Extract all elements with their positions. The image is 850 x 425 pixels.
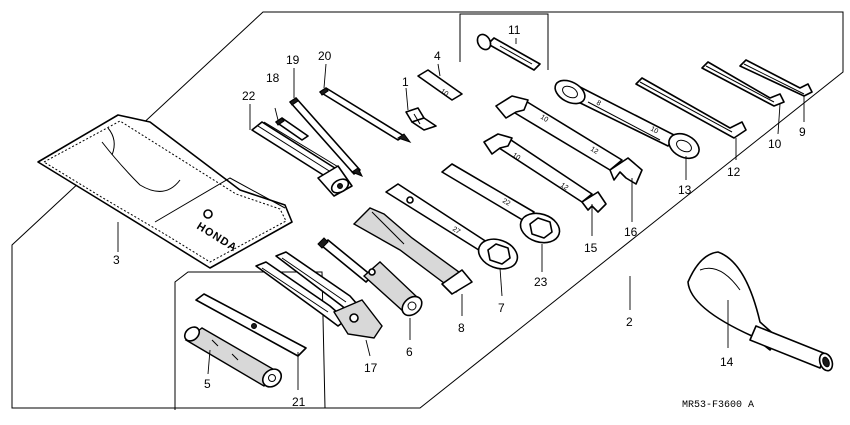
leader-lines bbox=[117, 38, 805, 390]
hex-key-long bbox=[635, 77, 747, 139]
callout-20: 20 bbox=[318, 49, 332, 63]
callout-12: 12 bbox=[727, 165, 741, 179]
spanner-7-size: 27 bbox=[451, 226, 461, 236]
wrench-16-large-size: 12 bbox=[589, 146, 599, 156]
handle-pin bbox=[476, 33, 541, 71]
socket-group-frame bbox=[174, 271, 326, 410]
extension-handle bbox=[352, 207, 473, 295]
holder-clip bbox=[405, 107, 437, 131]
socket-wrench bbox=[317, 237, 423, 317]
funnel bbox=[687, 251, 834, 372]
wrench-16-small-size: 10 bbox=[539, 114, 549, 124]
callout-9: 9 bbox=[799, 125, 806, 139]
callout-23: 23 bbox=[534, 275, 548, 289]
callout-17: 17 bbox=[364, 361, 378, 375]
box-spanner: 22 bbox=[441, 163, 561, 244]
callout-3: 3 bbox=[113, 253, 120, 267]
pin-group-frame bbox=[459, 13, 549, 70]
flat-bar bbox=[195, 293, 307, 357]
drawing-code: MR53-F3600 A bbox=[682, 400, 754, 411]
wrench-13-large-size: 10 bbox=[649, 126, 659, 136]
wrench-15-large-size: 12 bbox=[559, 182, 569, 192]
callout-11: 11 bbox=[508, 23, 521, 37]
callout-16: 16 bbox=[624, 225, 638, 239]
callout-22: 22 bbox=[242, 89, 256, 103]
callout-4: 4 bbox=[434, 49, 441, 63]
callout-7: 7 bbox=[498, 301, 505, 315]
short-driver-bit bbox=[275, 117, 309, 141]
pliers bbox=[255, 251, 383, 339]
open-end-wrench-small: 10 12 bbox=[483, 133, 607, 213]
callout-2: 2 bbox=[626, 315, 633, 329]
spanner-23-size: 22 bbox=[501, 198, 511, 208]
callout-labels: 1 2 3 4 5 6 7 8 9 10 11 12 13 14 15 16 1… bbox=[113, 23, 806, 409]
callout-14: 14 bbox=[720, 355, 734, 369]
callout-13: 13 bbox=[678, 183, 692, 197]
callout-5: 5 bbox=[204, 377, 211, 391]
open-end-wrench-large: 10 12 bbox=[495, 95, 643, 185]
callout-18: 18 bbox=[266, 71, 280, 85]
callout-10: 10 bbox=[768, 137, 782, 151]
tool-kit-frame bbox=[11, 11, 844, 409]
double-end-socket bbox=[183, 326, 283, 388]
hex-key-medium bbox=[701, 61, 785, 107]
ring-spanner: 27 bbox=[385, 183, 519, 270]
callout-21: 21 bbox=[292, 395, 306, 409]
long-driver-bit bbox=[289, 97, 364, 177]
callout-6: 6 bbox=[406, 345, 413, 359]
small-plate: 10 bbox=[417, 69, 463, 101]
screwdriver-bit bbox=[319, 87, 412, 143]
callout-8: 8 bbox=[458, 321, 465, 335]
screwdriver-handle bbox=[251, 121, 353, 197]
callout-19: 19 bbox=[286, 53, 300, 67]
callout-15: 15 bbox=[584, 241, 598, 255]
callout-1: 1 bbox=[402, 75, 409, 89]
wrench-13-small-size: 8 bbox=[595, 100, 602, 108]
plate-size-mark: 10 bbox=[439, 88, 449, 98]
wrench-15-small-size: 10 bbox=[511, 152, 521, 162]
combination-wrench: 8 10 bbox=[554, 79, 700, 160]
tool-bag: HONDA bbox=[37, 114, 293, 269]
